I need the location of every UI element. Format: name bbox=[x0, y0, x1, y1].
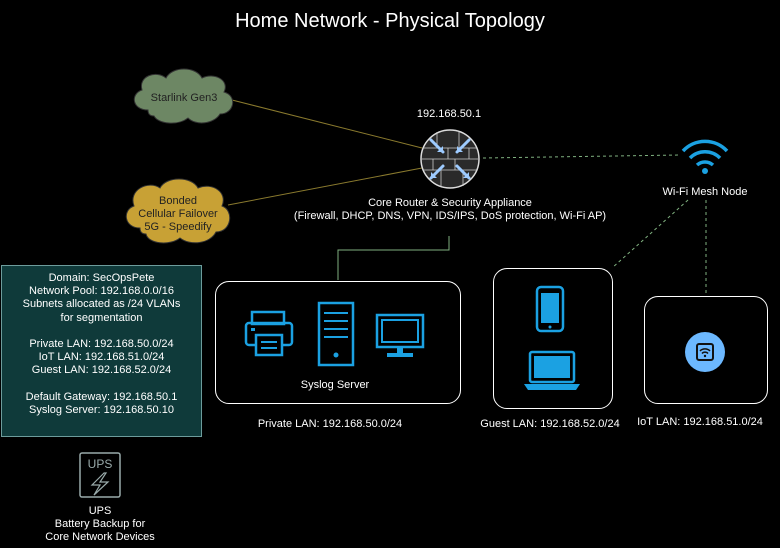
ups-line2: Battery Backup for bbox=[54, 518, 146, 530]
info-line: for segmentation bbox=[60, 311, 143, 324]
wifi-mesh-label: Wi-Fi Mesh Node bbox=[662, 186, 748, 198]
iot-lan-caption: IoT LAN: 192.168.51.0/24 bbox=[637, 416, 763, 428]
wifi-mesh-link bbox=[482, 154, 681, 159]
guest-lan-wifi-link bbox=[611, 199, 689, 269]
diagram-title: Home Network - Physical Topology bbox=[235, 10, 545, 32]
info-line: Subnets allocated as /24 VLANs bbox=[22, 298, 181, 311]
private-lan-link bbox=[337, 236, 450, 280]
info-line: Network Pool: 192.168.0.0/16 bbox=[29, 285, 174, 298]
ups-icon-text: UPS bbox=[88, 457, 113, 471]
private-lan-caption: Private LAN: 192.168.50.0/24 bbox=[257, 418, 403, 430]
info-line bbox=[2, 325, 201, 338]
syslog-server-label: Syslog Server bbox=[300, 379, 370, 391]
info-line: Syslog Server: 192.168.50.10 bbox=[29, 403, 174, 416]
info-line: IoT LAN: 192.168.51.0/24 bbox=[38, 351, 165, 364]
wifi-icon bbox=[681, 139, 729, 174]
cellular-line1: Bonded bbox=[159, 195, 197, 207]
router-ip: 192.168.50.1 bbox=[416, 108, 482, 120]
laptop-icon bbox=[524, 350, 580, 390]
cellular-line3: 5G - Speedify bbox=[144, 221, 212, 233]
info-line bbox=[2, 378, 201, 391]
iot-device-icon bbox=[685, 332, 725, 372]
cellular-cloud: Bonded Cellular Failover 5G - Speedify bbox=[125, 178, 231, 244]
guest-lan-box bbox=[493, 268, 613, 409]
guest-lan-caption: Guest LAN: 192.168.52.0/24 bbox=[480, 418, 620, 430]
ups-label: UPS Battery Backup for Core Network Devi… bbox=[20, 505, 180, 544]
cellular-line2: Cellular Failover bbox=[138, 208, 218, 220]
info-line: Default Gateway: 192.168.50.1 bbox=[25, 390, 178, 403]
ups-icon: UPS bbox=[79, 452, 121, 498]
private-lan-box bbox=[215, 281, 461, 404]
monitor-icon bbox=[375, 313, 425, 357]
info-line: Domain: SecOpsPete bbox=[48, 272, 155, 284]
info-line: Guest LAN: 192.168.52.0/24 bbox=[31, 364, 172, 377]
info-line: Private LAN: 192.168.50.0/24 bbox=[29, 337, 174, 350]
iot-lan-box bbox=[644, 296, 768, 404]
router-name: Core Router & Security Appliance bbox=[368, 197, 532, 209]
starlink-cloud: Starlink Gen3 bbox=[133, 68, 234, 124]
printer-icon bbox=[244, 310, 294, 357]
router-icon bbox=[420, 129, 480, 189]
router-features: (Firewall, DHCP, DNS, VPN, IDS/IPS, DoS … bbox=[293, 210, 607, 222]
cellular-link bbox=[227, 167, 423, 206]
phone-icon bbox=[535, 285, 565, 333]
ups-line1: UPS bbox=[88, 505, 112, 517]
starlink-link bbox=[231, 99, 423, 149]
ups-line3: Core Network Devices bbox=[45, 531, 155, 543]
starlink-label: Starlink Gen3 bbox=[151, 92, 218, 104]
server-icon bbox=[317, 301, 355, 367]
